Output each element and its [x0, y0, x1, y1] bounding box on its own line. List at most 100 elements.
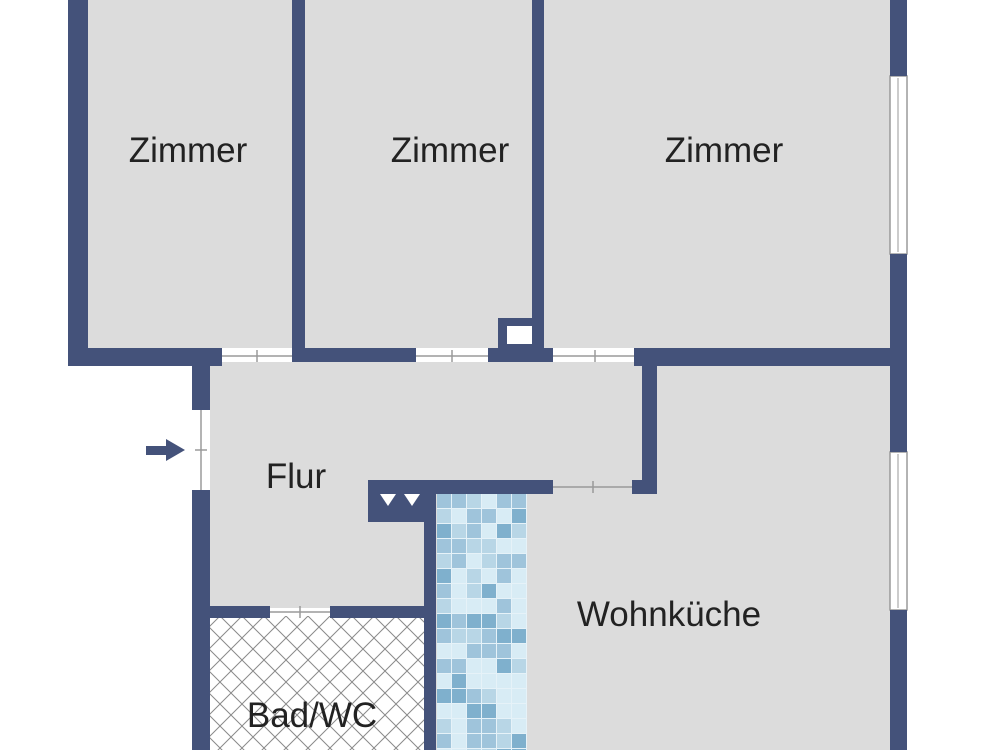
- room-label-2: Zimmer: [391, 131, 510, 170]
- kitchen-mosaic-tile: [497, 614, 511, 628]
- kitchen-mosaic-tile: [467, 734, 481, 748]
- wall-room2-room3: [532, 0, 544, 362]
- kitchen-mosaic-tile: [512, 719, 526, 733]
- bathroom-floor: [210, 616, 424, 750]
- kitchen-floor: [520, 366, 891, 750]
- kitchen-mosaic-tile: [497, 569, 511, 583]
- room-1-floor: [88, 0, 293, 348]
- wall-right-top: [890, 0, 907, 76]
- room-label-3: Zimmer: [665, 131, 784, 170]
- wall-under-room1: [68, 348, 222, 366]
- kitchen-mosaic-tile: [512, 584, 526, 598]
- kitchen-mosaic-tile: [482, 734, 496, 748]
- shaft-opening: [507, 326, 532, 344]
- kitchen-mosaic-tile: [497, 584, 511, 598]
- kitchen-mosaic-tile: [512, 509, 526, 523]
- wall-left-outer: [68, 0, 88, 366]
- kitchen-mosaic-tile: [497, 629, 511, 643]
- kitchen-mosaic-tile: [467, 509, 481, 523]
- kitchen-mosaic-tile: [497, 704, 511, 718]
- wall-under-room3: [634, 348, 907, 366]
- kitchen-mosaic-tile: [452, 494, 466, 508]
- kitchen-mosaic-tile: [452, 524, 466, 538]
- kitchen-mosaic-tile: [467, 614, 481, 628]
- kitchen-mosaic-tile: [437, 734, 451, 748]
- kitchen-mosaic-tile: [437, 584, 451, 598]
- wall-bath-top-a: [192, 606, 270, 618]
- kitchen-mosaic-tile: [437, 494, 451, 508]
- kitchen-mosaic-tile: [512, 689, 526, 703]
- kitchen-mosaic-tile: [467, 554, 481, 568]
- wall-hall-kitchen-vertical: [642, 362, 657, 494]
- kitchen-mosaic-tile: [437, 554, 451, 568]
- kitchen-mosaic-tile: [467, 644, 481, 658]
- kitchen-mosaic-tile: [482, 644, 496, 658]
- walls: [68, 0, 907, 750]
- kitchen-mosaic-tile: [497, 734, 511, 748]
- kitchen-mosaic-tile: [497, 554, 511, 568]
- niche-triangle-1: [380, 494, 396, 506]
- kitchen-mosaic-tile: [482, 509, 496, 523]
- kitchen-mosaic-tile: [452, 734, 466, 748]
- kitchen-mosaic-tile: [437, 704, 451, 718]
- kitchen-mosaic-tile: [512, 524, 526, 538]
- kitchen-mosaic-tile: [482, 704, 496, 718]
- kitchen-mosaic-tile: [452, 704, 466, 718]
- wall-hall-kitchen-bottom: [424, 480, 553, 494]
- kitchen-mosaic-tile: [497, 539, 511, 553]
- kitchen-mosaic-tile: [497, 599, 511, 613]
- windows: [889, 75, 908, 611]
- kitchen-mosaic-tile: [467, 539, 481, 553]
- entrance-arrow-shaft: [146, 446, 168, 455]
- kitchen-mosaic-tile: [467, 599, 481, 613]
- kitchen-mosaic-tile: [512, 554, 526, 568]
- kitchen-mosaic-tile: [437, 524, 451, 538]
- niche-cutouts: [380, 326, 532, 506]
- kitchen-mosaic-tile: [437, 719, 451, 733]
- kitchen-mosaic-tile: [497, 644, 511, 658]
- kitchen-mosaic-tile: [467, 704, 481, 718]
- kitchen-mosaic-tile: [437, 539, 451, 553]
- kitchen-mosaic-tile: [482, 674, 496, 688]
- kitchen-mosaic-tile: [512, 659, 526, 673]
- kitchen-mosaic-tile: [467, 584, 481, 598]
- wall-hall-left-top: [192, 362, 210, 410]
- kitchen-mosaic-tile: [482, 719, 496, 733]
- floors: [88, 0, 891, 750]
- kitchen-mosaic-tile: [437, 614, 451, 628]
- kitchen-mosaic-tile: [452, 554, 466, 568]
- kitchen-mosaic-tile: [512, 704, 526, 718]
- kitchen-mosaic-tile: [482, 599, 496, 613]
- kitchen-mosaic-tile: [482, 569, 496, 583]
- kitchen-mosaic-tile: [452, 584, 466, 598]
- kitchen-mosaic-tile: [512, 629, 526, 643]
- kitchen-mosaic-tile: [452, 719, 466, 733]
- kitchen-mosaic-tile: [437, 659, 451, 673]
- kitchen-mosaic-tile: [452, 689, 466, 703]
- entrance-arrow-head: [166, 439, 185, 461]
- kitchen-mosaic-tile: [512, 599, 526, 613]
- kitchen-mosaic-tile: [467, 524, 481, 538]
- kitchen-mosaic-tile: [452, 659, 466, 673]
- kitchen-mosaic-tile: [512, 674, 526, 688]
- kitchen-mosaic-tile: [437, 569, 451, 583]
- entrance-arrow-icon: [146, 439, 185, 461]
- kitchen-mosaic-tile: [467, 719, 481, 733]
- wall-room1-room2: [292, 0, 305, 362]
- kitchen-mosaic-tile: [467, 569, 481, 583]
- kitchen-mosaic-tile: [512, 614, 526, 628]
- room-label-1: Zimmer: [129, 131, 248, 170]
- kitchen-mosaic-tile: [452, 614, 466, 628]
- kitchen-mosaic-tile: [437, 509, 451, 523]
- room-label-hallway: Flur: [266, 457, 327, 496]
- kitchen-mosaic-tile: [512, 644, 526, 658]
- kitchen-mosaic-tile: [482, 614, 496, 628]
- kitchen-mosaic-tile: [482, 554, 496, 568]
- wall-hall-left-bottom: [192, 490, 210, 750]
- kitchen-mosaic-tile: [482, 584, 496, 598]
- room-label-bathroom: Bad/WC: [247, 696, 377, 735]
- kitchen-mosaic-tile: [512, 734, 526, 748]
- kitchen-mosaic-tile: [512, 494, 526, 508]
- kitchen-mosaic-tile: [452, 599, 466, 613]
